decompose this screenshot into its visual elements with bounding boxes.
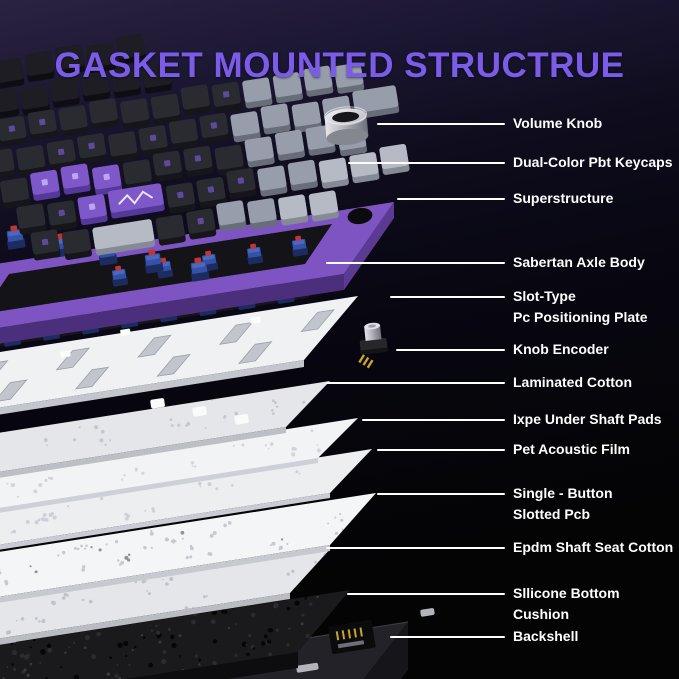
switch <box>190 257 210 282</box>
part-label: Sabertan Axle Body <box>513 252 645 273</box>
knob-encoder <box>358 322 388 369</box>
part-label-line: Ixpe Under Shaft Pads <box>513 411 662 427</box>
leader-line <box>326 382 505 384</box>
part-label: Laminated Cotton <box>513 372 632 393</box>
volume-knob <box>324 106 369 146</box>
part-label: Knob Encoder <box>513 339 609 360</box>
part-label-line: Sabertan Axle Body <box>513 254 645 270</box>
switch <box>112 265 129 287</box>
part-label-line: Pet Acoustic Film <box>513 441 630 457</box>
part-label: Dual-Color Pbt Keycaps <box>513 152 672 173</box>
switch <box>292 235 309 257</box>
part-label-line: Sllicone Bottom <box>513 585 620 601</box>
part-label: Volume Knob <box>513 113 602 134</box>
superstructure-layer <box>0 202 394 344</box>
part-label: Epdm Shaft Seat Cotton <box>513 537 673 558</box>
part-label-line: Dual-Color Pbt Keycaps <box>513 154 673 170</box>
leader-line <box>397 198 505 200</box>
pcb-layer <box>0 493 376 603</box>
part-label-line: Cushion <box>513 606 569 622</box>
part-label: Superstructure <box>513 188 613 209</box>
part-label-line: Laminated Cotton <box>513 374 632 390</box>
leader-line <box>377 123 505 125</box>
page-title: GASKET MOUNTED STRUCTRUE <box>54 46 625 85</box>
part-label-line: Volume Knob <box>513 115 603 131</box>
epdm-cotton-layer <box>0 547 332 645</box>
leader-line <box>390 636 505 638</box>
part-label: Pet Acoustic Film <box>513 439 630 460</box>
switch <box>247 243 264 265</box>
part-label-line: Epdm Shaft Seat Cotton <box>513 539 674 555</box>
leader-line <box>390 296 505 298</box>
keycaps-layer <box>0 33 410 261</box>
laminated-cotton-layer <box>0 381 330 478</box>
leader-line <box>347 593 505 595</box>
part-label: Ixpe Under Shaft Pads <box>513 409 662 430</box>
part-label: Slot-Type Pc Positioning Plate <box>513 286 648 328</box>
silicone-cushion-layer <box>0 590 350 679</box>
part-label-line: Single - Button <box>513 485 613 501</box>
part-label-line: Pc Positioning Plate <box>513 309 648 325</box>
part-label-line: Slot-Type <box>513 288 576 304</box>
part-label-line: Knob Encoder <box>513 341 609 357</box>
part-label: Backshell <box>513 626 578 647</box>
pet-film-layer <box>0 449 372 550</box>
leader-line <box>377 493 505 495</box>
part-label-line: Superstructure <box>513 190 614 206</box>
leader-line <box>326 262 505 264</box>
leader-line <box>348 162 505 164</box>
switch <box>6 225 26 250</box>
part-label-line: Slotted Pcb <box>513 506 591 522</box>
part-label-line: Backshell <box>513 628 579 644</box>
leader-line <box>396 349 505 351</box>
leader-line <box>362 419 505 421</box>
positioning-plate-layer <box>0 296 358 415</box>
illustration-root <box>0 33 435 679</box>
switch <box>144 249 164 274</box>
leader-line <box>377 449 505 451</box>
leader-line <box>326 547 505 549</box>
